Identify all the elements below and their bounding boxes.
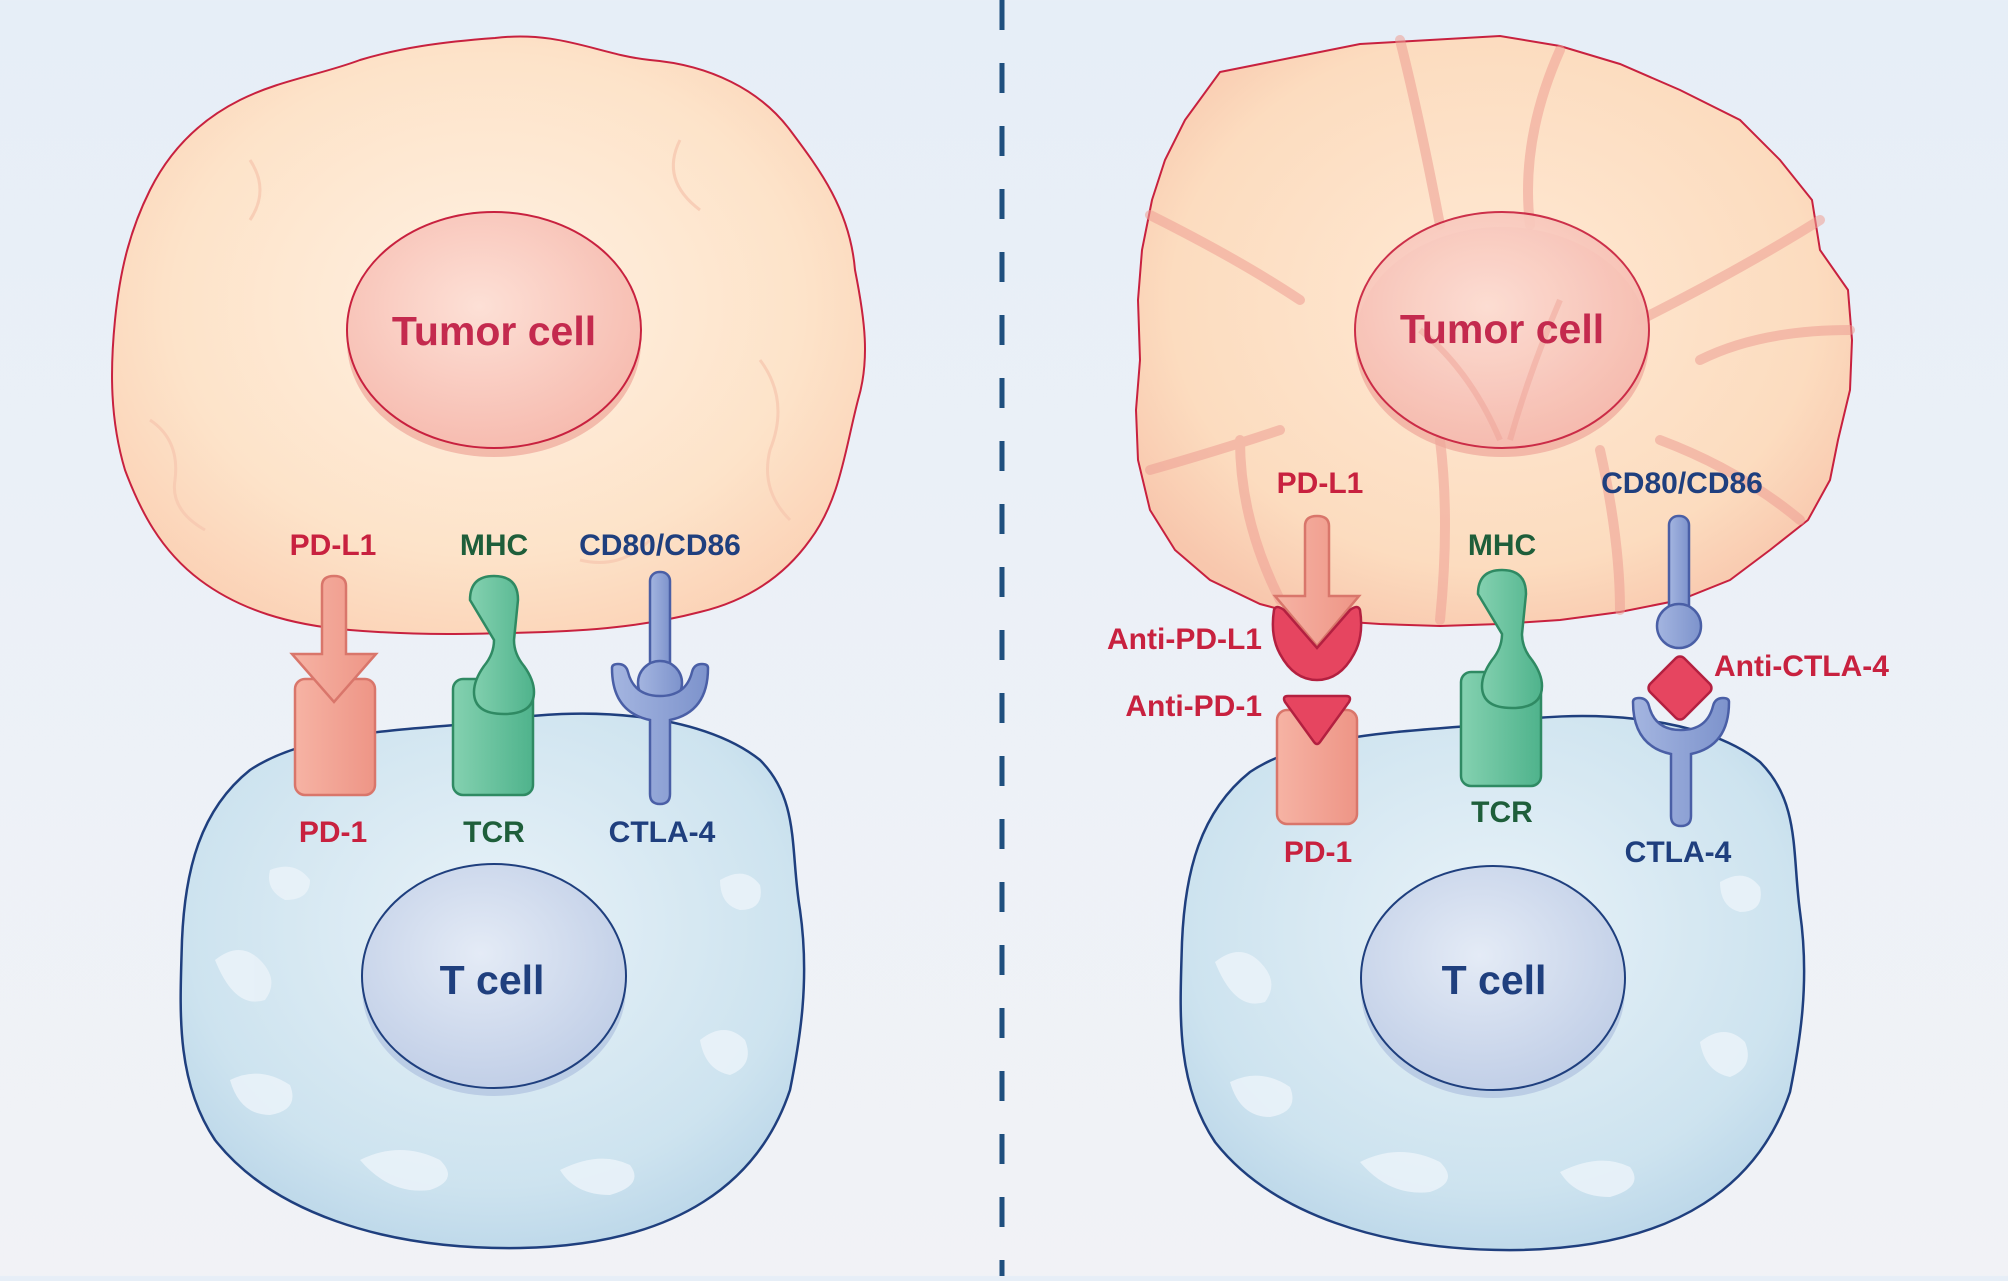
right-anti-pd-1-antibody xyxy=(1282,694,1352,746)
left-cd80-cd86-label: CD80/CD86 xyxy=(579,529,741,562)
left-pd-1-label: PD-1 xyxy=(299,816,367,849)
right-t-nucleus xyxy=(1360,865,1626,1091)
left-pd-l1-label: PD-L1 xyxy=(290,529,377,562)
right-panel: Tumor cell T cell PD-L1 MHC CD80/CD86 An… xyxy=(1107,34,1889,1252)
left-panel: Tumor cell T cell PD-L1 MHC CD80/CD86 PD… xyxy=(111,35,867,1250)
right-t-cell-label: T cell xyxy=(1442,957,1547,1003)
right-ctla-4-receptor xyxy=(1631,696,1731,828)
left-ctla-4-receptor xyxy=(610,662,710,806)
right-mhc-label: MHC xyxy=(1468,529,1536,562)
right-anti-ctla-4-antibody xyxy=(1647,655,1713,721)
right-tumor-nucleus xyxy=(1354,211,1650,449)
right-tumor-cracks xyxy=(1145,35,1855,625)
right-ctla-4-label: CTLA-4 xyxy=(1625,836,1732,869)
right-cd80-cd86-stalk xyxy=(1667,514,1691,618)
right-cd80-cd86-head xyxy=(1655,602,1703,650)
left-tumor-cell-label: Tumor cell xyxy=(392,308,596,354)
left-mhc-molecule xyxy=(468,574,536,716)
left-pd-l1-ligand xyxy=(289,574,379,704)
left-cd80-cd86-stalk xyxy=(648,570,672,674)
left-t-cell-label: T cell xyxy=(440,957,545,1003)
left-t-nucleus xyxy=(361,863,627,1089)
right-t-cell-ruffles xyxy=(1215,875,1761,1197)
right-mhc-molecule xyxy=(1476,568,1544,710)
right-pd-1-label: PD-1 xyxy=(1284,836,1352,869)
right-anti-pd-l1-label: Anti-PD-L1 xyxy=(1107,623,1262,656)
left-ctla-4-label: CTLA-4 xyxy=(609,816,716,849)
right-tcr-label: TCR xyxy=(1471,796,1533,829)
left-tumor-texture xyxy=(149,139,792,564)
right-pd-l1-ligand xyxy=(1272,514,1362,648)
right-anti-pd-1-label: Anti-PD-1 xyxy=(1125,690,1262,723)
right-pd-l1-label: PD-L1 xyxy=(1277,467,1364,500)
left-t-cell-ruffles xyxy=(215,866,761,1195)
left-mhc-label: MHC xyxy=(460,529,528,562)
right-tumor-cell-label: Tumor cell xyxy=(1400,306,1604,352)
right-cd80-cd86-label: CD80/CD86 xyxy=(1601,467,1763,500)
left-tumor-nucleus xyxy=(346,211,642,449)
right-anti-pd-l1-antibody xyxy=(1271,605,1363,682)
right-nucleus-cracks xyxy=(1418,298,1563,442)
right-anti-ctla-4-label: Anti-CTLA-4 xyxy=(1714,650,1889,683)
left-tcr-label: TCR xyxy=(463,816,525,849)
